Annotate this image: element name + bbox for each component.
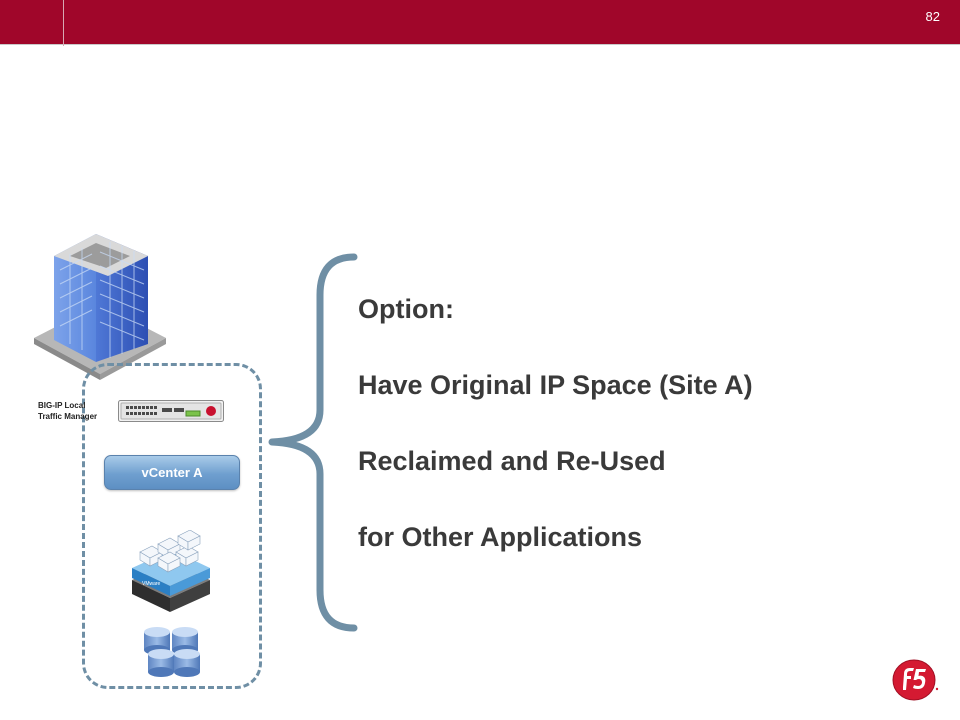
option-text-block: Option: Have Original IP Space (Site A) …: [358, 290, 918, 594]
option-line-4: for Other Applications: [358, 522, 643, 552]
f5-logo-icon: [892, 659, 939, 701]
site-a-boundary: [82, 363, 262, 689]
header-vertical-divider: [63, 0, 64, 46]
bigip-label-line1: BIG-IP Local: [38, 401, 86, 410]
option-line-2: Have Original IP Space (Site A): [358, 370, 753, 400]
slide-number: 82: [925, 9, 940, 24]
bigip-label: BIG-IP Local Traffic Manager: [38, 400, 128, 422]
option-line-3: Reclaimed and Re-Used: [358, 446, 666, 476]
vcenter-button[interactable]: vCenter A: [104, 455, 240, 490]
office-building-icon: [34, 234, 166, 380]
header-rule: [0, 40, 960, 44]
curly-brace: [268, 253, 358, 632]
header-bar: 82: [0, 0, 960, 46]
header-divider-line: [0, 44, 960, 45]
svg-text:VMware: VMware: [142, 581, 161, 587]
vmware-cluster-icon: VMware: [132, 530, 210, 612]
database-icon: [144, 627, 200, 677]
bigip-label-line2: Traffic Manager: [38, 412, 98, 421]
option-line-1: Option:: [358, 294, 454, 324]
bigip-appliance-icon: [118, 400, 224, 422]
